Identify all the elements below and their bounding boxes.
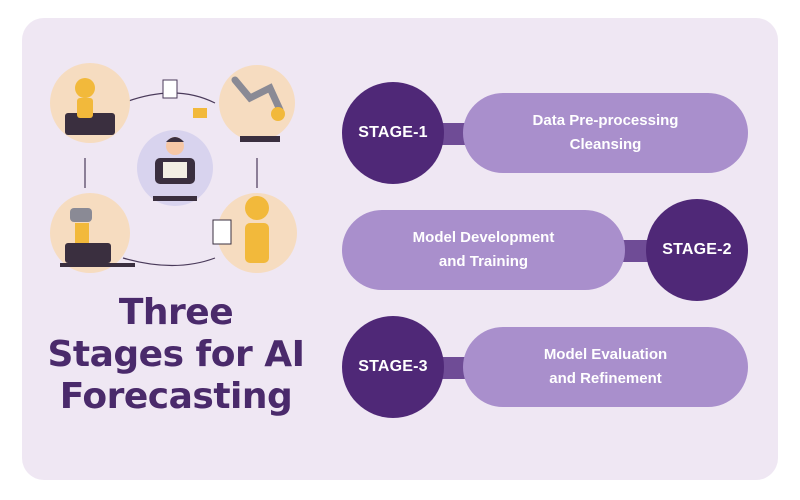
stage-2-pill: Model Development and Training: [342, 210, 625, 290]
stage-2-badge: STAGE-2: [646, 199, 748, 301]
envelope-icon: [193, 108, 207, 118]
title-line-3: Forecasting: [59, 376, 293, 417]
stage-3-pill: Model Evaluation and Refinement: [463, 327, 748, 407]
stage-1-text-line-1: Data Pre-processing: [532, 112, 679, 129]
stage-3-text-line-1: Model Evaluation: [543, 346, 668, 363]
stage-2-text-line-2: and Training: [438, 253, 529, 270]
stage-3-text-line-2: and Refinement: [549, 370, 662, 387]
robot-with-clipboard-icon: [212, 193, 297, 273]
robot-typing-icon: [50, 193, 135, 273]
stage-1-text-line-2: Cleansing: [569, 136, 642, 153]
person-at-computer-icon: [137, 130, 213, 206]
document-icon: [162, 79, 178, 99]
stage-1-badge: STAGE-1: [342, 82, 444, 184]
title-line-2: Stages for AI: [47, 334, 305, 375]
stage-1-pill: Data Pre-processing Cleansing: [463, 93, 748, 173]
ai-team-illustration: [50, 63, 297, 273]
title-line-1: Three: [118, 292, 234, 333]
stage-2-text-line-1: Model Development: [412, 229, 555, 246]
robot-arm-icon: [219, 65, 295, 142]
stage-3-badge: STAGE-3: [342, 316, 444, 418]
diagram-title: Three Stages for AI Forecasting: [40, 292, 312, 418]
robot-with-laptop-icon: [50, 63, 130, 143]
